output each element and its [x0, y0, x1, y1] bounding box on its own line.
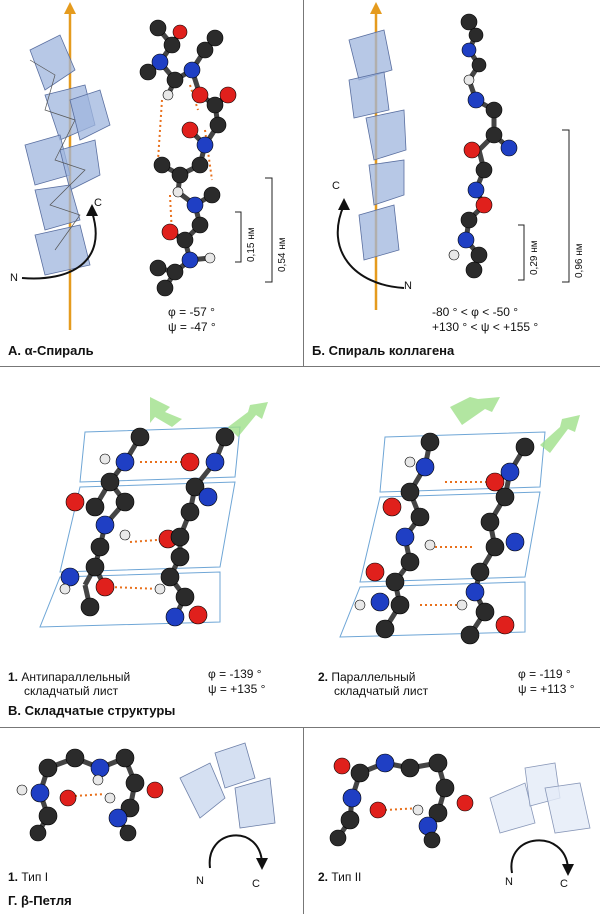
collagen-caption: Б. Спираль коллагена — [312, 343, 455, 358]
beta-turn-1-n: N — [196, 875, 204, 887]
helix-axis-arrowhead — [64, 2, 76, 14]
antiparallel-angles: φ = -139 ° ψ = +135 ° — [208, 667, 265, 697]
antiparallel-atoms — [59, 427, 235, 627]
scale-label-large: 0,54 нм — [277, 237, 288, 272]
col-divider-top — [303, 0, 304, 366]
col-divider-bottom — [303, 727, 304, 914]
panel-collagen-helix: C N 0,29 нм 0,96 нм -80 ° < φ < -50 ° +1… — [304, 0, 600, 366]
beta-turn-2-planes — [489, 762, 591, 834]
collagen-axis-arrowhead — [370, 2, 382, 14]
peptide-planes — [24, 34, 111, 276]
alpha-helix-caption: А. α-Спираль — [8, 343, 94, 358]
collagen-planes — [348, 29, 407, 261]
panel-alpha-helix: C N 0,15 нм 0,54 нм φ = -57 ° ψ = -47 ° … — [0, 0, 303, 366]
beta-turn-caption: Г. β-Петля — [8, 893, 72, 908]
antiparallel-psi: ψ = +135 ° — [208, 682, 266, 696]
helix-direction-arrow — [21, 211, 97, 280]
alpha-helix-diagram — [21, 2, 273, 330]
alpha-psi: ψ = -47 ° — [168, 320, 216, 334]
scale-label-small: 0,15 нм — [246, 227, 257, 262]
atoms — [139, 19, 237, 297]
collagen-scale-large: 0,96 нм — [574, 243, 585, 278]
green-arrow-right-2 — [540, 415, 580, 453]
h-bonds — [157, 84, 213, 236]
panel-pleated-sheets: 1. Антипараллельный складчатый лист φ = … — [0, 367, 600, 727]
collagen-phi: -80 ° < φ < -50 ° — [432, 305, 519, 319]
panel-beta-turn: N C N C 1. Тип I 2. Тип II Г. β-Петля — [0, 728, 600, 914]
beta-turn-2-arrow — [510, 839, 569, 874]
scale-bars — [235, 177, 273, 283]
parallel-psi: ψ = +113 ° — [518, 682, 575, 696]
collagen-psi: +130 ° < ψ < +155 ° — [432, 320, 539, 334]
parallel-planes — [339, 431, 546, 638]
pleated-sheets-caption: В. Складчатые структуры — [8, 703, 176, 718]
pleated-sheets-diagram — [39, 397, 580, 645]
collagen-label-c: C — [332, 180, 340, 192]
collagen-angles: -80 ° < φ < -50 ° +130 ° < ψ < +155 ° — [432, 305, 538, 335]
beta-turn-diagram — [16, 742, 591, 876]
beta-turn-type1-label: 1. Тип I — [8, 870, 49, 884]
green-arrow-left-2 — [228, 402, 268, 437]
label-n: N — [10, 272, 18, 284]
beta-turn-2-atoms — [329, 753, 474, 849]
beta-turn-1-arrow — [208, 834, 263, 869]
alpha-phi: φ = -57 ° — [168, 305, 215, 319]
alpha-angles: φ = -57 ° ψ = -47 ° — [168, 305, 216, 335]
parallel-phi: φ = -119 ° — [518, 667, 571, 681]
collagen-label-n: N — [404, 280, 412, 292]
collagen-scale-small: 0,29 нм — [529, 240, 540, 275]
beta-turn-1-c: C — [252, 878, 260, 890]
antiparallel-label: 1. Антипараллельный складчатый лист — [8, 670, 131, 698]
beta-turn-2-c: C — [560, 878, 568, 890]
beta-turn-type2-label: 2. Тип II — [318, 870, 362, 884]
green-arrow-left-1 — [150, 397, 182, 427]
beta-turn-2-n: N — [505, 876, 513, 888]
parallel-atoms — [354, 432, 535, 645]
row-divider-2 — [0, 727, 600, 728]
collagen-direction-arrow — [336, 204, 405, 289]
green-arrow-right-1 — [450, 397, 500, 425]
parallel-label: 2. Параллельный складчатый лист — [318, 670, 429, 698]
label-c: C — [94, 197, 102, 209]
row-divider-1 — [0, 366, 600, 367]
antiparallel-phi: φ = -139 ° — [208, 667, 262, 681]
collagen-helix-diagram — [336, 2, 570, 310]
beta-turn-1-atoms — [16, 748, 164, 842]
collagen-atoms — [448, 13, 518, 279]
parallel-angles: φ = -119 ° ψ = +113 ° — [518, 667, 575, 697]
beta-turn-1-planes — [179, 742, 276, 829]
